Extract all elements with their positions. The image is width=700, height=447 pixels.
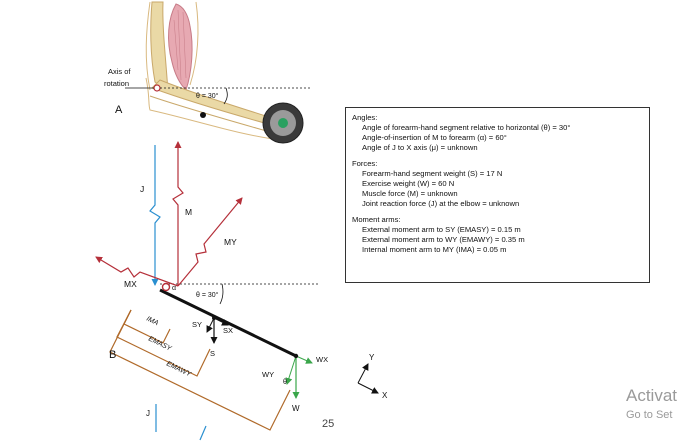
ima-bracket	[123, 309, 171, 344]
moment-arms-item: Internal moment arm to MY (IMA) = 0.05 m	[362, 245, 507, 254]
y-axis-label: Y	[369, 353, 375, 362]
moment-arms-heading: Moment arms:	[352, 215, 401, 224]
bottom-line-fragment	[199, 425, 207, 441]
theta-label-a: θ = 30°	[196, 92, 219, 100]
j-force-arrow	[149, 145, 161, 286]
sy-force-arrow	[206, 317, 215, 333]
parameters-box: Angles: Angle of forearm-hand segment re…	[345, 107, 650, 283]
panel-b-label: B	[109, 349, 116, 361]
m-label: M	[185, 207, 192, 217]
activation-watermark: Activat Go to Set	[626, 386, 677, 421]
x-axis-arrow	[357, 382, 379, 394]
wy-label: WY	[262, 370, 274, 379]
moment-arms-item: External moment arm to WY (EMAWY) = 0.35…	[362, 235, 525, 244]
biceps-muscle	[168, 3, 193, 91]
panel-b-force-diagram	[95, 141, 379, 441]
upper-arm-outline	[145, 1, 199, 91]
panel-a-label: A	[115, 104, 123, 116]
panel-a-arm-illustration	[125, 1, 310, 144]
alpha-label: α	[172, 285, 176, 292]
angles-item: Angle of J to X axis (μ) = unknown	[362, 143, 478, 152]
angles-item: Angle-of-insertion of M to forearm (α) =…	[362, 133, 507, 142]
forearm-outline	[145, 77, 281, 141]
my-label: MY	[224, 237, 237, 247]
angles-group: Angles: Angle of forearm-hand segment re…	[352, 113, 643, 153]
wx-force-arrow	[295, 355, 313, 364]
s-label: S	[210, 349, 215, 358]
sy-label: SY	[192, 320, 202, 329]
elbow-joint	[161, 282, 171, 292]
forces-item: Joint reaction force (J) at the elbow = …	[362, 199, 520, 208]
sx-force-arrow	[213, 317, 229, 326]
wy-force-arrow	[285, 355, 297, 385]
ima-label: IMA	[145, 316, 160, 328]
m-force-arrow	[172, 141, 184, 286]
theta-label-b: θ = 30°	[196, 291, 219, 299]
page-number: 25	[322, 418, 335, 430]
theta-w-label: θ	[283, 379, 287, 386]
ema-sy-label: EMASY	[147, 336, 173, 354]
y-axis-arrow	[357, 363, 369, 384]
angles-item: Angle of forearm-hand segment relative t…	[362, 123, 571, 132]
forces-item: Forearm-hand segment weight (S) = 17 N	[362, 169, 503, 178]
j-label: J	[140, 184, 144, 194]
forces-item: Muscle force (M) = unknown	[362, 189, 458, 198]
mx-label: MX	[124, 279, 137, 289]
forearm-segment	[159, 288, 297, 358]
humerus-bone	[150, 1, 169, 94]
moment-arms-item: External moment arm to SY (EMASY) = 0.15…	[362, 225, 521, 234]
theta-arc-a	[223, 87, 228, 105]
axis-of-rotation-marker	[153, 84, 161, 92]
wx-label: WX	[316, 355, 328, 364]
axis-of-rotation-label-1: Axis of	[108, 67, 131, 76]
j-bottom-label: J	[146, 409, 150, 418]
angles-heading: Angles:	[352, 113, 378, 122]
watermark-line-2: Go to Set	[626, 409, 673, 421]
moment-arms-group: Moment arms: External moment arm to SY (…	[352, 215, 643, 255]
ema-wy-bracket	[109, 309, 291, 431]
axis-of-rotation-label-2: rotation	[104, 79, 129, 88]
x-axis-label: X	[382, 391, 388, 400]
mx-force-arrow	[95, 256, 179, 287]
forearm-center-of-mass	[200, 112, 206, 118]
forearm-bones	[151, 79, 273, 125]
forces-heading: Forces:	[352, 159, 378, 168]
ema-wy-label: EMAWY	[165, 361, 193, 379]
forces-group: Forces: Forearm-hand segment weight (S) …	[352, 159, 643, 209]
w-label: W	[292, 404, 300, 413]
my-force-arrow	[177, 197, 243, 287]
theta-arc-b	[219, 283, 224, 305]
watermark-line-1: Activat	[626, 386, 678, 405]
forces-item: Exercise weight (W) = 60 N	[362, 179, 455, 188]
sx-label: SX	[223, 326, 233, 335]
